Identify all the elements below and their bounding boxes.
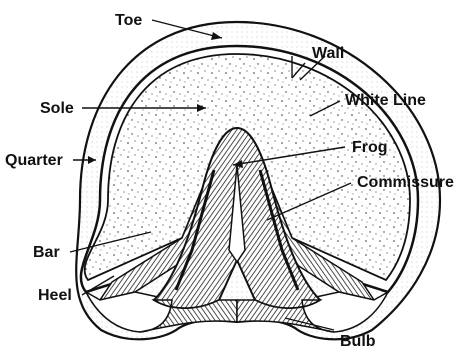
label-heel: Heel [38,287,72,304]
label-toe: Toe [115,12,142,29]
label-wall: Wall [312,45,344,62]
label-sole: Sole [40,100,74,117]
label-frog: Frog [352,139,388,156]
label-bulb: Bulb [340,333,376,350]
label-commissure: Commissure [357,174,454,191]
label-quarter: Quarter [5,152,63,169]
label-bar: Bar [33,244,60,261]
label-white-line: White Line [345,92,426,109]
